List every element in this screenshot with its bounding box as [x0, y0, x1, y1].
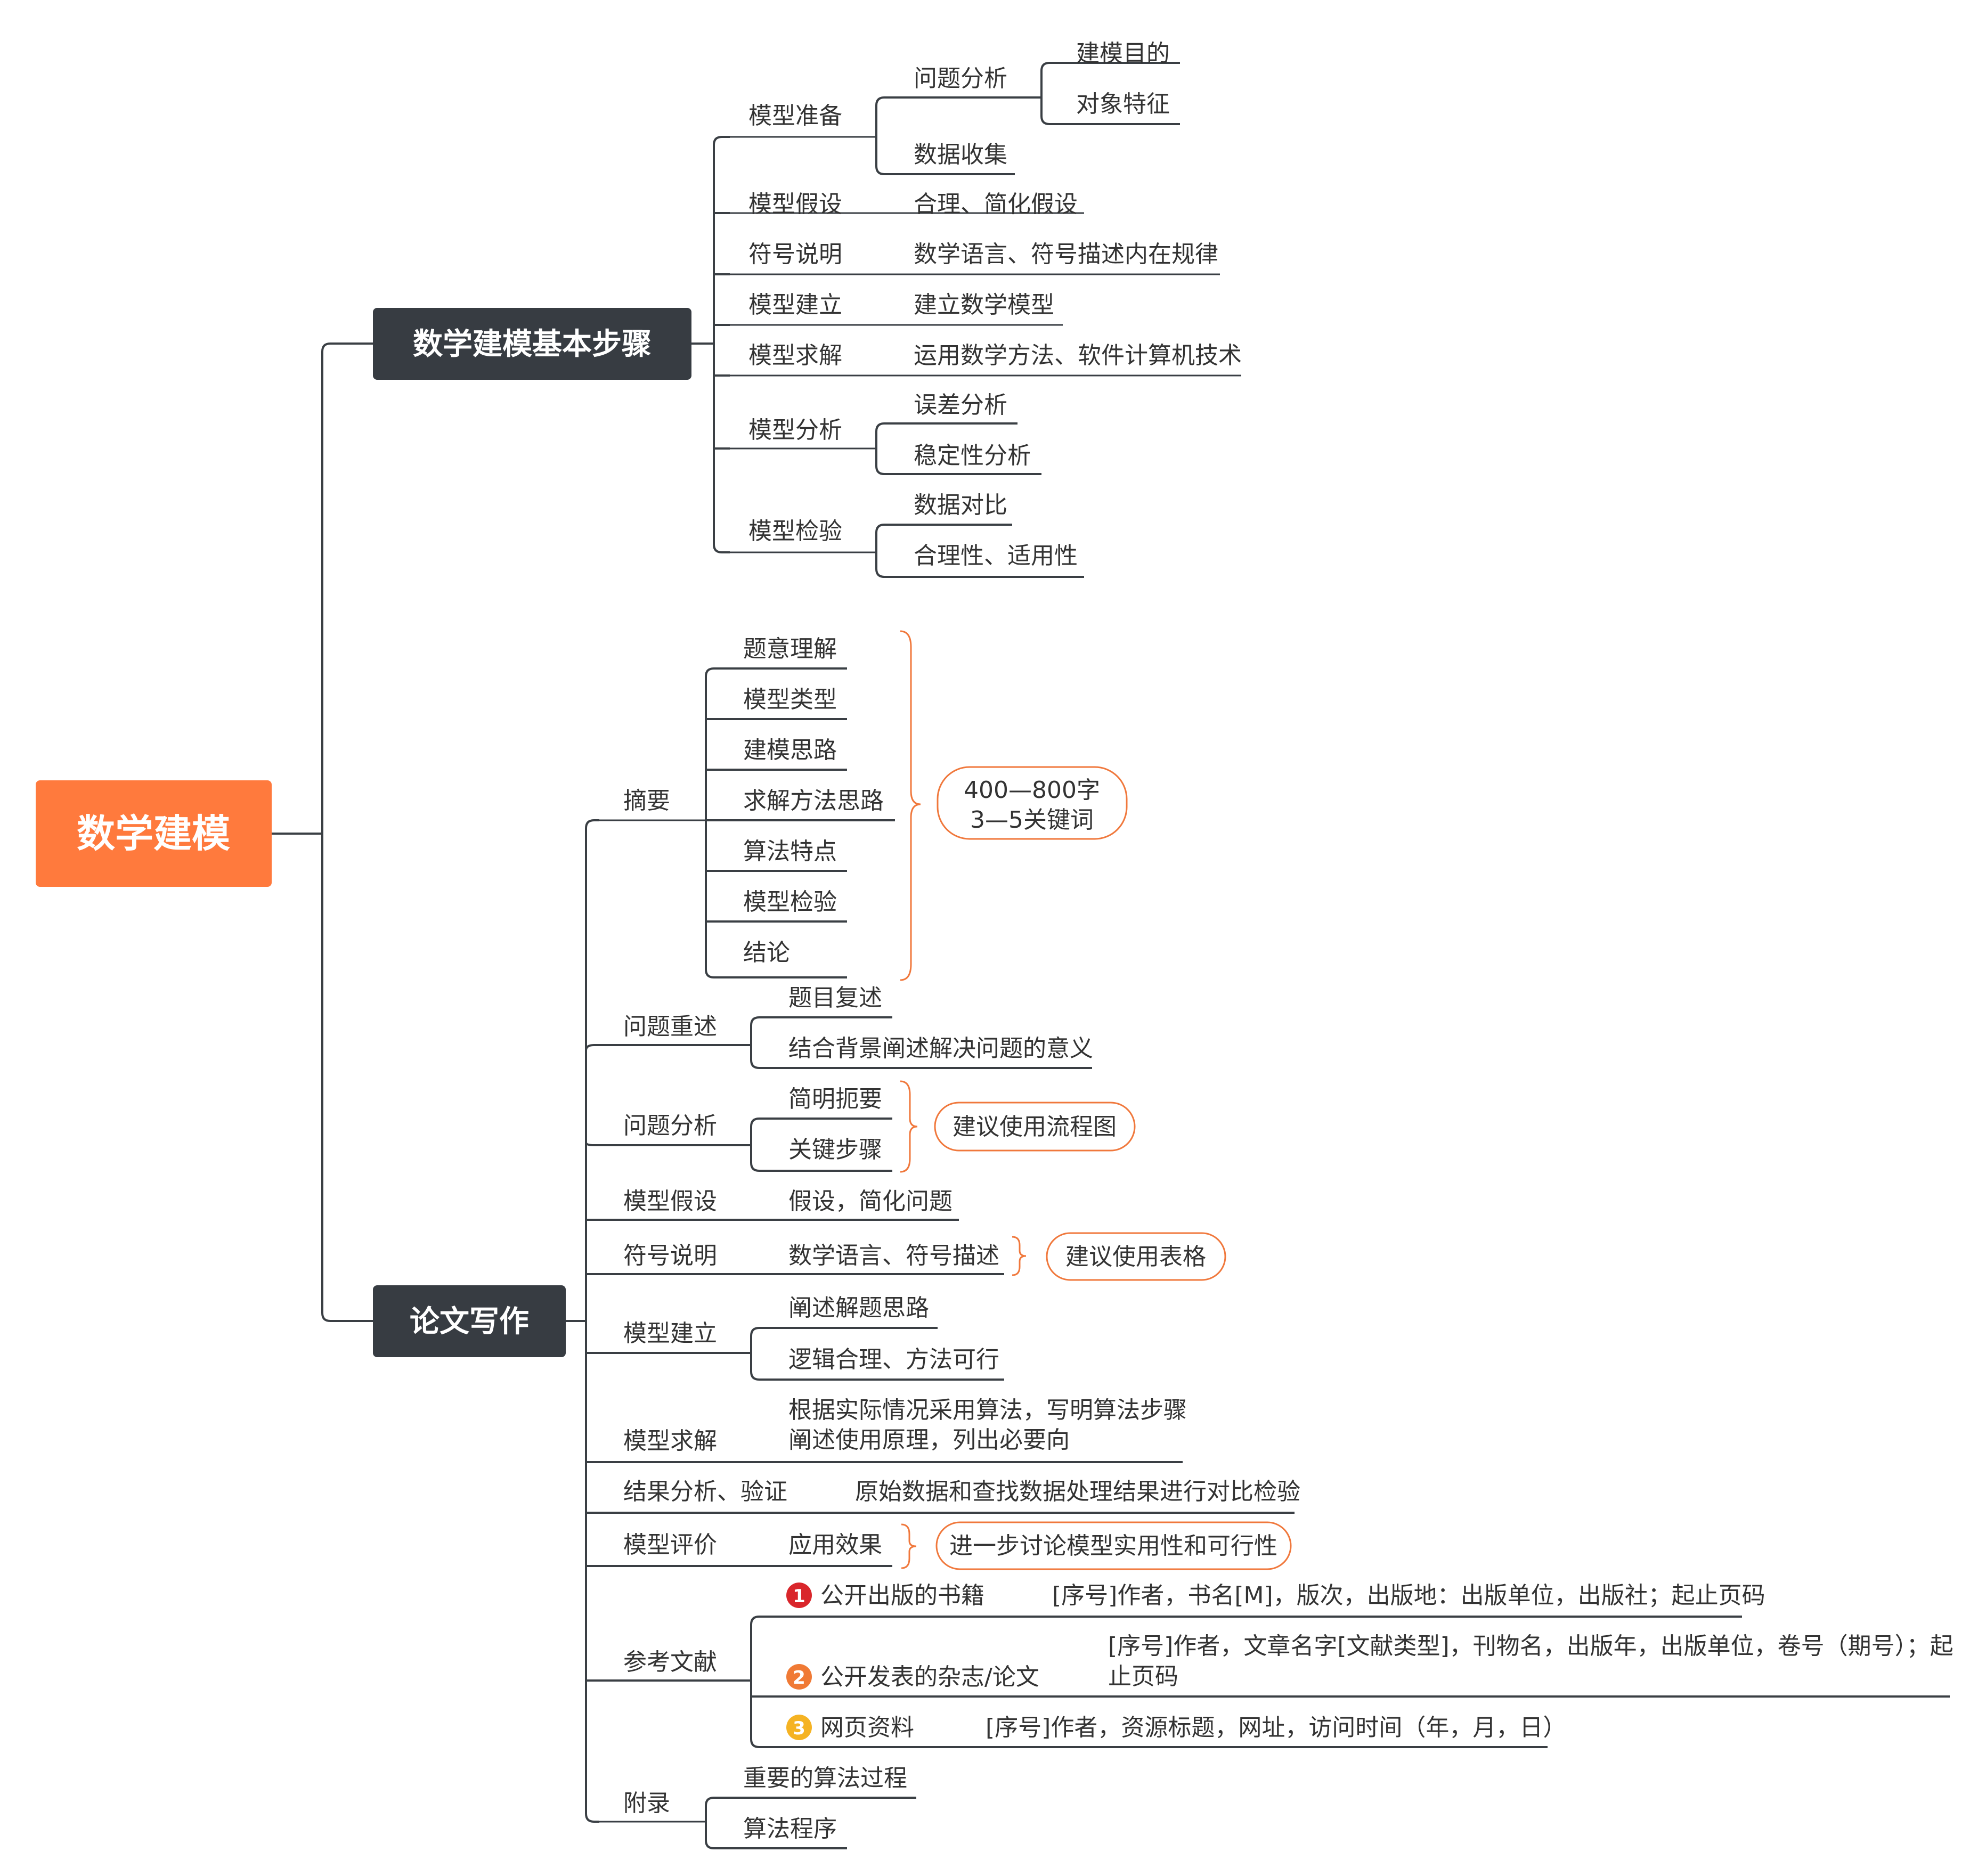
paper-analysis-callout [934, 1102, 1136, 1152]
steps-prep-feature: 对象特征 [1076, 91, 1170, 118]
paper-evaluate-callout [935, 1521, 1292, 1570]
restate-label: 问题重述 [623, 1013, 717, 1040]
steps-prep-goal: 建模目的 [1076, 40, 1170, 67]
ref-2-badge [786, 1664, 812, 1690]
paper-build-item-2: 逻辑合理、方法可行 [788, 1346, 999, 1373]
paper-solve-label: 模型求解 [623, 1428, 717, 1455]
root-node[interactable]: 数学建模 [36, 780, 272, 887]
abstract-callout-line-2: 3—5关键词 [970, 806, 1094, 834]
paper-symbol-callout [1046, 1232, 1226, 1281]
steps-prep-data: 数据收集 [914, 141, 1007, 168]
paper-assume-label: 模型假设 [623, 1188, 717, 1215]
paper-symbol-label: 符号说明 [623, 1242, 717, 1269]
appendix-item-1: 重要的算法过程 [743, 1765, 907, 1792]
steps-analysis-error: 误差分析 [914, 391, 1007, 419]
paper-symbol-brace [1012, 1236, 1027, 1276]
branch-steps[interactable]: 数学建模基本步骤 [373, 308, 691, 380]
abstract-item-7: 结论 [743, 939, 790, 966]
paper-symbol-detail: 数学语言、符号描述 [788, 1242, 999, 1269]
ref-3-type: 网页资料 [820, 1714, 914, 1741]
abstract-item-1: 题意理解 [743, 635, 837, 663]
ref-1-type: 公开出版的书籍 [820, 1582, 984, 1609]
steps-build-detail: 建立数学模型 [914, 291, 1054, 319]
steps-assume-label: 模型假设 [748, 191, 842, 218]
ref-3-format: [序号]作者，资源标题，网址，访问时间（年，月，日） [986, 1714, 1566, 1741]
steps-prep-analysis: 问题分析 [914, 65, 1007, 92]
paper-analysis-brace [900, 1080, 918, 1173]
refs-label: 参考文献 [623, 1649, 717, 1676]
steps-box [373, 308, 691, 380]
paper-analysis-item-1: 简明扼要 [788, 1086, 882, 1113]
steps-solve-detail: 运用数学方法、软件计算机技术 [914, 342, 1242, 369]
branch-paper[interactable]: 论文写作 [373, 1285, 566, 1357]
paper-subtree: 摘要 题意理解 模型类型 建模思路 求解方法思路 算法特点 模型检验 结论 40… [566, 630, 1953, 1849]
ref-1-format: [序号]作者，书名[M]，版次，出版地：出版单位，出版社；起止页码 [1052, 1582, 1765, 1609]
steps-analysis-label: 模型分析 [748, 417, 842, 444]
root-connectors [272, 342, 373, 1322]
paper-solve-line-1: 根据实际情况采用算法，写明算法步骤 [788, 1397, 1187, 1424]
ref-2-format-line-1: [序号]作者，文章名字[文献类型]，刊物名，出版年，出版单位，卷号（期号）；起 [1108, 1633, 1953, 1660]
abstract-brace [900, 630, 921, 981]
abstract-label: 摘要 [623, 787, 670, 814]
ref-2-num: 2 [793, 1667, 805, 1689]
appendix-label: 附录 [623, 1790, 670, 1817]
paper-label: 论文写作 [410, 1304, 529, 1339]
steps-symbol-detail: 数学语言、符号描述内在规律 [914, 241, 1218, 268]
paper-analysis-item-2: 关键步骤 [788, 1136, 882, 1163]
ref-1-num: 1 [793, 1586, 805, 1607]
steps-verify-compare: 数据对比 [914, 492, 1007, 519]
paper-evaluate-brace [901, 1523, 917, 1569]
abstract-callout [937, 766, 1128, 840]
steps-label: 数学建模基本步骤 [413, 327, 652, 362]
restate-item-1: 题目复述 [788, 984, 882, 1012]
steps-verify-label: 模型检验 [748, 518, 842, 545]
restate-item-2: 结合背景阐述解决问题的意义 [788, 1035, 1093, 1062]
paper-build-item-1: 阐述解题思路 [788, 1294, 929, 1322]
appendix-item-2: 算法程序 [743, 1815, 837, 1842]
paper-result-label: 结果分析、验证 [623, 1478, 787, 1505]
ref-3-badge [786, 1715, 812, 1740]
paper-analysis-label: 问题分析 [623, 1112, 717, 1139]
steps-symbol-label: 符号说明 [748, 241, 842, 268]
paper-evaluate-callout-text: 进一步讨论模型实用性和可行性 [949, 1532, 1277, 1560]
steps-assume-detail: 合理、简化假设 [914, 191, 1078, 218]
steps-analysis-stability: 稳定性分析 [914, 442, 1031, 469]
abstract-item-6: 模型检验 [743, 888, 837, 916]
abstract-item-4: 求解方法思路 [743, 787, 884, 814]
abstract-callout-line-1: 400—800字 [964, 777, 1100, 804]
paper-assume-detail: 假设，简化问题 [788, 1188, 953, 1215]
steps-prep-label: 模型准备 [748, 102, 842, 129]
abstract-item-3: 建模思路 [743, 737, 837, 764]
paper-build-label: 模型建立 [623, 1320, 717, 1347]
steps-verify-reason: 合理性、适用性 [914, 542, 1078, 569]
abstract-item-5: 算法特点 [743, 838, 837, 865]
paper-solve-line-2: 阐述使用原理，列出必要向 [788, 1426, 1070, 1454]
ref-2-type: 公开发表的杂志/论文 [820, 1663, 1039, 1691]
root-box [36, 780, 272, 887]
paper-evaluate-label: 模型评价 [623, 1531, 717, 1559]
steps-subtree: 模型准备 问题分析 建模目的 对象特征 数据收集 模型假设 合理、简化假设 符号… [691, 40, 1242, 578]
paper-symbol-callout-text: 建议使用表格 [1065, 1243, 1206, 1270]
abstract-item-2: 模型类型 [743, 686, 837, 713]
steps-solve-label: 模型求解 [748, 342, 842, 369]
ref-3-num: 3 [793, 1718, 805, 1739]
paper-evaluate-detail: 应用效果 [788, 1531, 882, 1559]
steps-build-label: 模型建立 [748, 291, 842, 319]
paper-box [373, 1285, 566, 1357]
paper-result-detail: 原始数据和查找数据处理结果进行对比检验 [855, 1478, 1300, 1505]
paper-analysis-callout-text: 建议使用流程图 [953, 1113, 1117, 1140]
root-label: 数学建模 [77, 811, 230, 856]
ref-1-badge [786, 1583, 812, 1608]
ref-2-format-line-2: 止页码 [1108, 1663, 1178, 1690]
